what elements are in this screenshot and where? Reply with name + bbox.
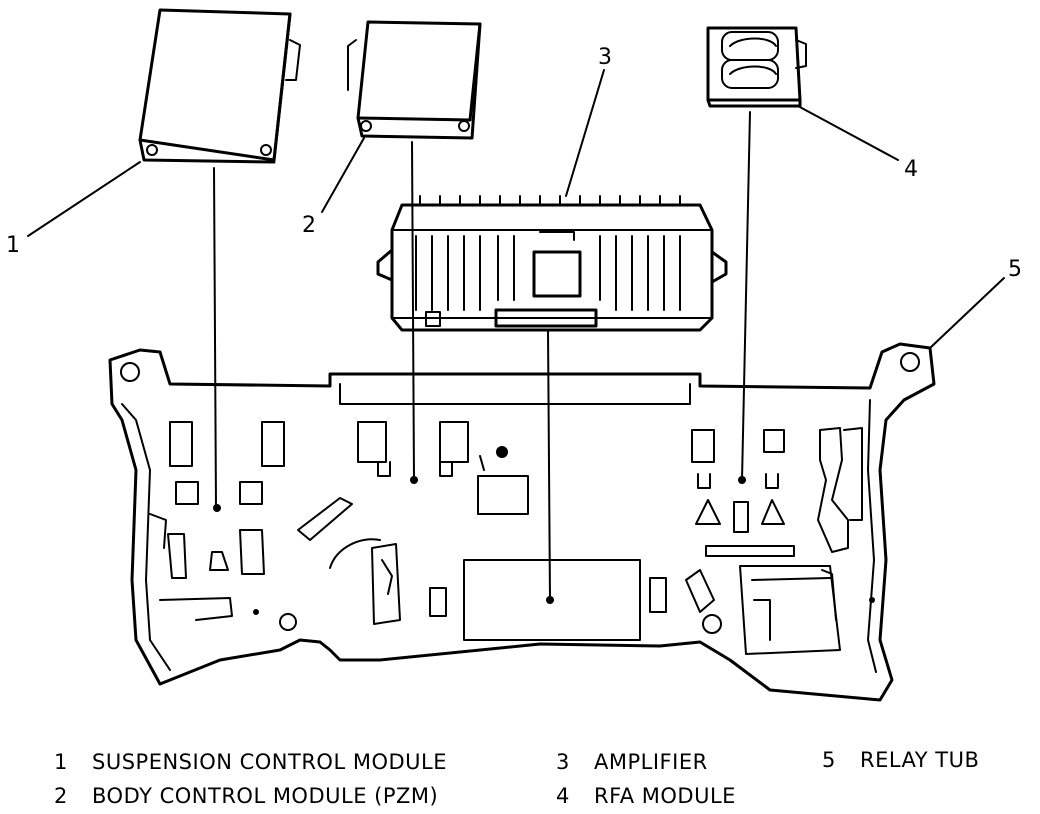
legend-item-5: 5 RELAY TUB	[822, 748, 979, 772]
callout-3: 3	[598, 45, 612, 70]
legend-label: SUSPENSION CONTROL MODULE	[92, 750, 447, 774]
legend-num: 5	[822, 748, 836, 772]
legend-label: RELAY TUB	[860, 748, 980, 772]
legend-label: RFA MODULE	[594, 784, 736, 808]
legend-num: 1	[54, 750, 68, 774]
legend-num: 2	[54, 784, 68, 808]
legend-num: 4	[556, 784, 570, 808]
legend-label: AMPLIFIER	[594, 750, 708, 774]
legend-label: BODY CONTROL MODULE (PZM)	[92, 784, 439, 808]
legend-item-2: 2 BODY CONTROL MODULE (PZM)	[54, 784, 438, 808]
callout-4: 4	[904, 157, 918, 182]
callout-1: 1	[6, 233, 20, 258]
callout-2: 2	[302, 213, 316, 238]
suspension-control-module	[138, 8, 301, 164]
legend-item-3: 3 AMPLIFIER	[556, 750, 708, 774]
locator-lines	[213, 111, 751, 604]
amplifier	[376, 195, 728, 332]
body-control-module	[347, 20, 482, 140]
rfa-module	[706, 26, 807, 108]
legend-item-1: 1 SUSPENSION CONTROL MODULE	[54, 750, 447, 774]
relay-tub	[108, 342, 936, 702]
legend-num: 3	[556, 750, 570, 774]
legend-item-4: 4 RFA MODULE	[556, 784, 736, 808]
callout-5: 5	[1008, 257, 1022, 282]
leader-lines	[27, 69, 1005, 349]
